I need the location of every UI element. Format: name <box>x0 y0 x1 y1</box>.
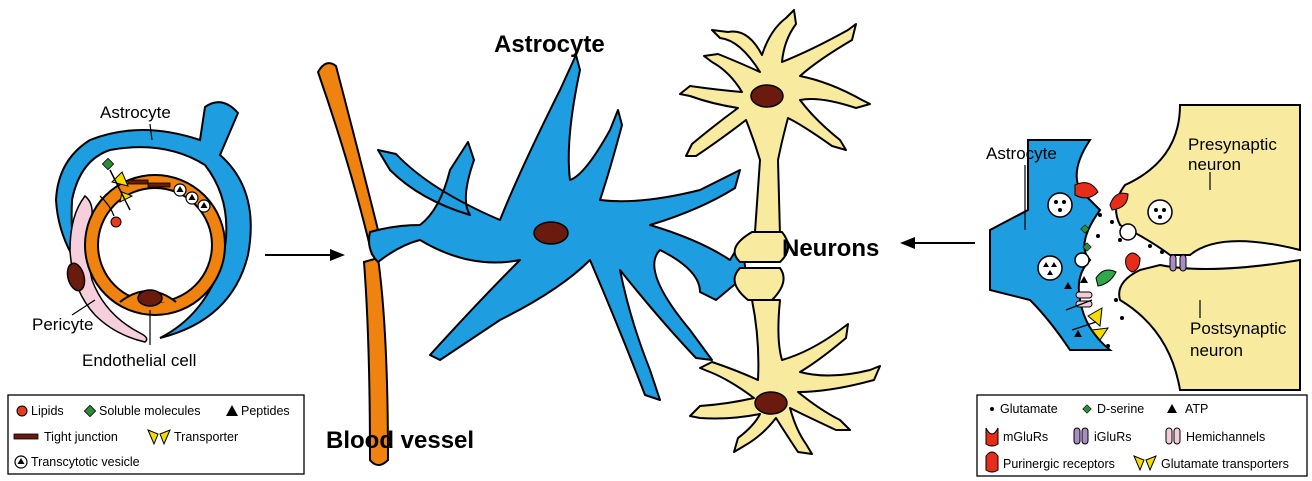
lipid-icon <box>111 217 121 227</box>
synapse-bulb <box>735 268 784 300</box>
purinergic-receptor-icon <box>986 452 998 472</box>
purinergic-receptor-icon <box>1126 253 1140 272</box>
legend-iglurs: iGluRs <box>1094 430 1132 444</box>
soluble-molecule-icon <box>102 158 113 169</box>
glutamate-receptor-icon <box>1096 270 1116 286</box>
hemichannel-icon <box>1076 292 1092 298</box>
hemichannel-icon <box>1174 428 1180 444</box>
left-arrow <box>265 249 345 261</box>
legend-lipids: Lipids <box>31 404 64 418</box>
endothelial-nucleus <box>138 290 162 306</box>
tight-junction-icon <box>14 434 38 439</box>
legend-transcytotic-vesicle: Transcytotic vesicle <box>31 455 140 469</box>
astrocyte-nucleus <box>534 222 568 244</box>
neuron-nucleus <box>755 392 787 414</box>
tight-junction <box>128 180 148 184</box>
legend-tight-junction: Tight junction <box>44 430 118 444</box>
blood-vessel-title: Blood vessel <box>326 427 474 454</box>
legend-hemichannels: Hemichannels <box>1186 430 1265 444</box>
legend-mglurs: mGluRs <box>1003 430 1048 444</box>
neuron-nucleus <box>751 85 783 107</box>
presynaptic-neuron <box>1116 105 1300 255</box>
neurons-title: Neurons <box>782 235 879 262</box>
legend-left: Lipids Soluble molecules Peptides Tight … <box>8 395 304 474</box>
vesicle-icon <box>1038 256 1062 280</box>
legend-purinergic-receptors: Purinergic receptors <box>1003 457 1115 471</box>
bbb-cross-section: Astrocyte Pericyte Endothelial cell <box>32 102 251 370</box>
mglur-icon <box>1075 183 1098 198</box>
legend-soluble-molecules: Soluble molecules <box>99 404 200 418</box>
legend-atp: ATP <box>1185 402 1208 416</box>
iglur-icon <box>1180 255 1186 271</box>
glutamate-icon <box>990 407 994 411</box>
tripartite-synapse: Astrocyte Presynaptic neuron Postsynapti… <box>986 105 1300 390</box>
right-arrow <box>900 237 975 249</box>
iglur-icon <box>1074 428 1080 444</box>
postsynaptic-label-1: Postsynaptic <box>1190 319 1287 338</box>
pericyte-label: Pericyte <box>32 315 93 334</box>
presynaptic-label-1: Presynaptic <box>1188 135 1277 154</box>
vesicle-icon <box>1048 193 1072 217</box>
iglur-icon <box>1170 255 1176 271</box>
release-vesicle <box>1075 253 1089 267</box>
astrocyte-title: Astrocyte <box>494 31 605 58</box>
vessel-lumen <box>98 188 212 302</box>
vesicle-icon <box>1148 200 1172 224</box>
central-astrocyte <box>369 55 746 400</box>
legend-right: Glutamate D-serine ATP mGluRs iGluRs Hem… <box>977 395 1307 476</box>
hemichannel-icon <box>1166 428 1172 444</box>
iglur-icon <box>1082 428 1088 444</box>
neurons-center <box>680 10 880 454</box>
lipid-icon <box>17 406 27 416</box>
release-vesicle <box>1120 224 1136 240</box>
right-astrocyte-label: Astrocyte <box>986 144 1057 163</box>
legend-glutamate: Glutamate <box>1000 402 1058 416</box>
tight-junction <box>148 183 170 187</box>
presynaptic-label-2: neuron <box>1188 155 1241 174</box>
synapse-bulb <box>735 232 788 262</box>
blood-vessel <box>318 63 388 465</box>
left-astrocyte-label: Astrocyte <box>100 103 171 122</box>
postsynaptic-label-2: neuron <box>1190 341 1243 360</box>
legend-transporter: Transporter <box>174 430 238 444</box>
legend-glutamate-transporters: Glutamate transporters <box>1161 457 1289 471</box>
endothelial-cell-label: Endothelial cell <box>82 351 196 370</box>
legend-peptides: Peptides <box>241 404 290 418</box>
legend-d-serine: D-serine <box>1097 402 1144 416</box>
hemichannel-icon <box>1076 301 1092 307</box>
